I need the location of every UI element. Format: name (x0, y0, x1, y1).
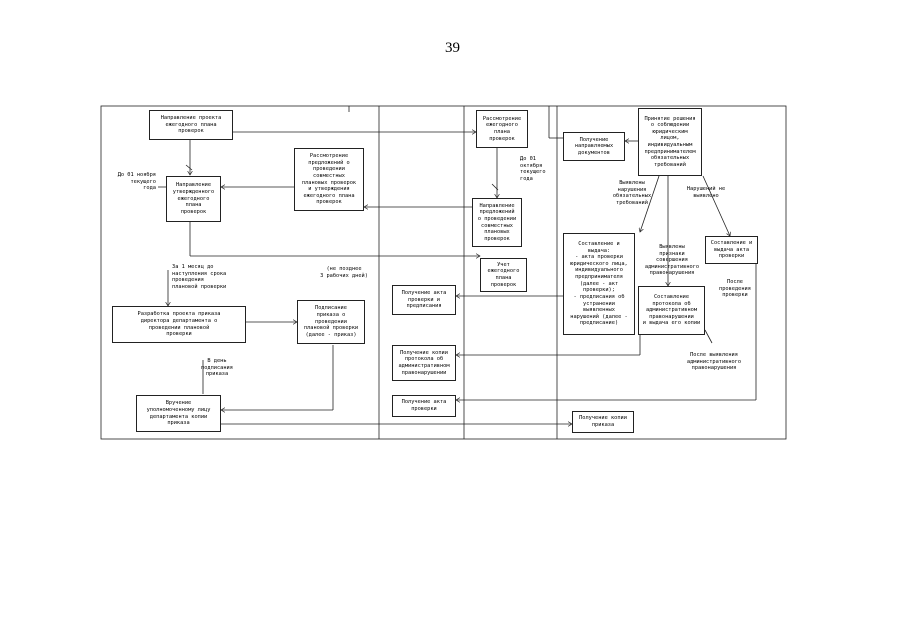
note-by-october-1: До 01 октября текущего года (520, 156, 546, 182)
box-receive-protocol-copy: Получение копии протокола об администрат… (392, 345, 456, 381)
box-sign-inspection-order: Подписание приказа о проведении плановой… (297, 300, 365, 344)
note-no-violations: Нарушений не выявлено (686, 186, 726, 199)
box-receive-documents: Получение направляемых документов (563, 132, 625, 161)
box-hand-over-order-copy: Вручение уполномоченному лицу департамен… (136, 395, 221, 432)
box-send-joint-inspection-proposals: Направление предложений о проведении сов… (472, 198, 522, 247)
note-after-inspection: После проведения проверки (719, 279, 751, 299)
page-number: 39 (445, 40, 460, 56)
box-send-approved-annual-plan: Направление утвержденного ежегодного пла… (166, 176, 221, 222)
note-within-3-working-days: (не позднее 3 рабочих дней) (320, 266, 368, 279)
box-compliance-decision: Принятие решения о соблюдении юридически… (638, 108, 702, 176)
note-one-month-before: За 1 месяц до наступления срока проведен… (172, 264, 227, 290)
box-send-draft-annual-plan: Направление проекта ежегодного плана про… (149, 110, 233, 140)
box-draw-up-protocol: Составление протокола об административно… (638, 286, 705, 335)
note-violations-found: Выявлены нарушения обязательных требован… (612, 180, 652, 206)
box-review-joint-inspection-proposals: Рассмотрение предложений о проведении со… (294, 148, 364, 211)
note-on-signing-day: В день подписания приказа (201, 358, 233, 378)
note-top-right (640, 100, 710, 108)
box-receive-inspection-act: Получение акта проверки (392, 395, 456, 417)
box-issue-act-and-order: Составление и выдача: - акта проверки юр… (563, 233, 635, 335)
box-register-annual-plan: Учет ежегодного плана проверок (480, 258, 527, 292)
box-receive-order-copy: Получение копии приказа (572, 411, 634, 433)
box-review-annual-plan: Рассмотрение ежегодного плана проверок (476, 110, 528, 148)
note-after-offence-detection: После выявления административного правон… (686, 352, 742, 372)
box-issue-inspection-act: Составление и выдача акта проверки (705, 236, 758, 264)
note-by-november-1: До 01 ноября текущего года (117, 172, 156, 192)
box-receive-act-and-order: Получение акта проверки и предписания (392, 285, 456, 315)
note-admin-offence-signs: Выявлены признаки совершения администрат… (644, 244, 700, 277)
diagram-frame (100, 105, 787, 440)
box-draft-director-order: Разработка проекта приказа директора деп… (112, 306, 246, 343)
